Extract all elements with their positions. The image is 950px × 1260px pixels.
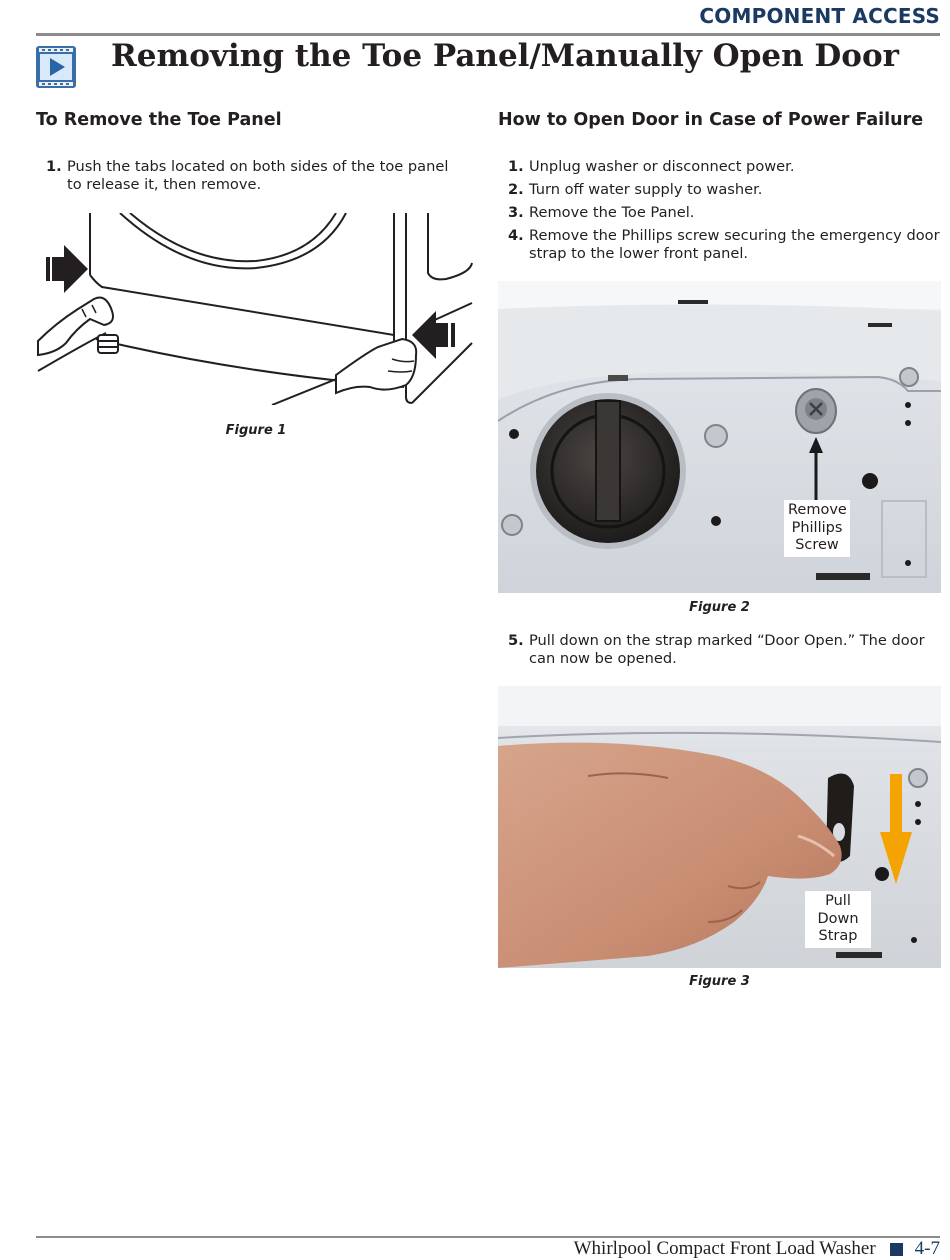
section-label: COMPONENT ACCESS [699,4,940,28]
step-text: Push the tabs located on both sides of t… [67,158,449,193]
callout-line: Down [817,910,859,927]
right-column-heading: How to Open Door in Case of Power Failur… [498,110,924,130]
figure-2-caption: Figure 2 [689,600,750,615]
callout-line: Pull [825,893,851,909]
figure-3-photo [498,686,941,968]
footer: Whirlpool Compact Front Load Washer 4-7 [574,1238,940,1260]
footer-divider [36,1236,940,1238]
step-number: 5. [508,632,524,649]
toe-panel-steps: 1. Push the tabs located on both sides o… [36,158,466,199]
callout-line: Screw [795,537,839,553]
step-text: Remove the Toe Panel. [529,204,695,221]
power-failure-steps: 1. Unplug washer or disconnect power. 2.… [498,158,942,268]
left-column-heading: To Remove the Toe Panel [36,110,282,130]
step-number: 1. [46,158,62,175]
video-play-icon[interactable] [36,46,76,88]
figure-1-caption: Figure 1 [225,423,287,438]
page-title: Removing the Toe Panel/Manually Open Doo… [111,38,899,74]
remove-screw-callout: Remove Phillips Screw [784,500,850,557]
figure-2-photo [498,281,941,593]
page-number: 4-7 [914,1238,940,1259]
step-text: Turn off water supply to washer. [529,181,763,198]
step-text: Remove the Phillips screw securing the e… [529,227,940,262]
step-number: 3. [508,204,524,221]
step-number: 4. [508,227,524,244]
pull-strap-callout: Pull Down Strap [805,891,871,948]
figure-3-caption: Figure 3 [689,974,750,989]
figure-1-illustration [36,213,474,405]
list-item: 5. Pull down on the strap marked “Door O… [498,632,942,667]
callout-line: Remove [788,502,847,518]
list-item: 2. Turn off water supply to washer. [498,181,942,199]
step-text: Unplug washer or disconnect power. [529,158,795,175]
list-item: 4. Remove the Phillips screw securing th… [498,227,942,262]
manual-title: Whirlpool Compact Front Load Washer [573,1238,876,1259]
header-divider [36,33,940,36]
list-item: 1. Unplug washer or disconnect power. [498,158,942,176]
step-text: Pull down on the strap marked “Door Open… [529,632,925,667]
list-item: 1. Push the tabs located on both sides o… [36,158,466,193]
power-failure-steps-continued: 5. Pull down on the strap marked “Door O… [498,632,942,673]
callout-line: Strap [818,928,858,944]
square-bullet-icon [889,1242,903,1256]
callout-line: Phillips [791,519,843,536]
list-item: 3. Remove the Toe Panel. [498,204,942,222]
step-number: 2. [508,181,524,198]
step-number: 1. [508,158,524,175]
